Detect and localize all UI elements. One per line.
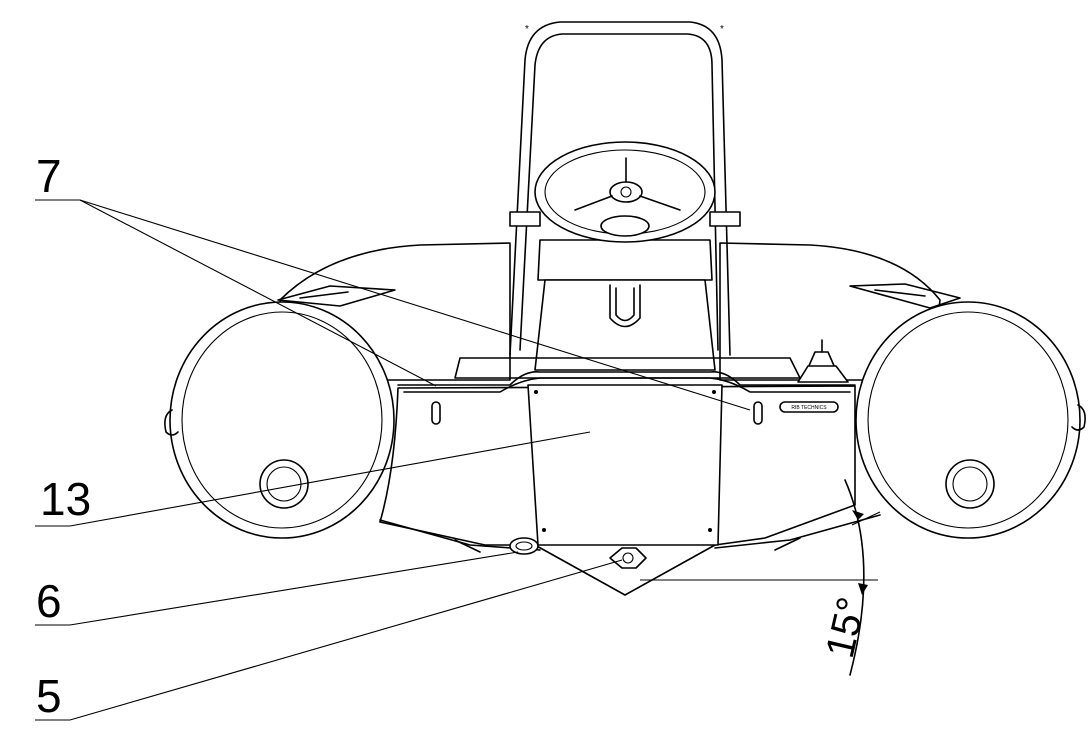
callout-13: 13 [40,473,91,525]
drain-plug-5 [609,547,647,569]
console [534,239,716,371]
steering-wheel [534,141,716,243]
tube-left [164,242,511,539]
svg-text:*: * [720,24,724,35]
tube-handles [277,283,961,309]
tube-right [719,242,1086,539]
callout-7: 7 [36,150,62,202]
svg-text:*: * [525,24,529,35]
brand-plate-text: RIB TECHNICS [791,405,827,411]
vent-mount [797,339,849,383]
slot-brackets [431,401,763,425]
callout-leaders [35,199,751,721]
transom-plate [527,384,723,546]
angle-label: 15° [818,593,874,662]
brand-plate: RIB TECHNICS [779,401,839,413]
roll-bar: * * [509,21,741,356]
callout-6: 6 [36,575,62,627]
callout-5: 5 [36,670,62,722]
drain-plug-6 [509,537,539,555]
